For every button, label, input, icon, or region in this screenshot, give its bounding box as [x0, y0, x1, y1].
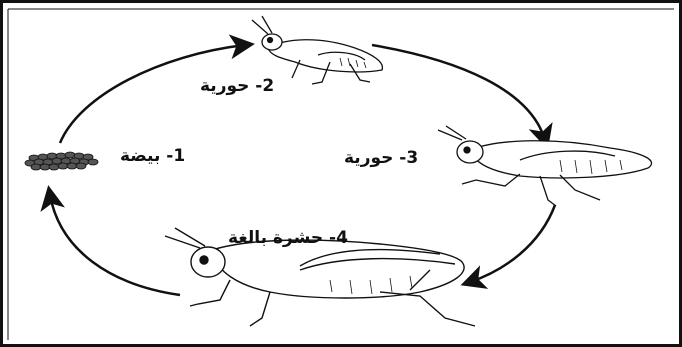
cycle-arrow-icon — [372, 45, 545, 140]
stage-label-nymph-1: 2- حورية — [200, 76, 274, 96]
stage-label-egg: 1- بيضة — [120, 146, 185, 166]
cycle-arrow-icon — [470, 205, 555, 282]
egg-cluster-icon — [25, 152, 98, 170]
stage-label-nymph-2: 3- حورية — [344, 148, 418, 168]
stage-label-adult: 4- حشرة بالغة — [228, 228, 348, 248]
grasshopper-nymph-small-icon — [252, 16, 382, 84]
cycle-arrow-icon — [50, 195, 180, 295]
